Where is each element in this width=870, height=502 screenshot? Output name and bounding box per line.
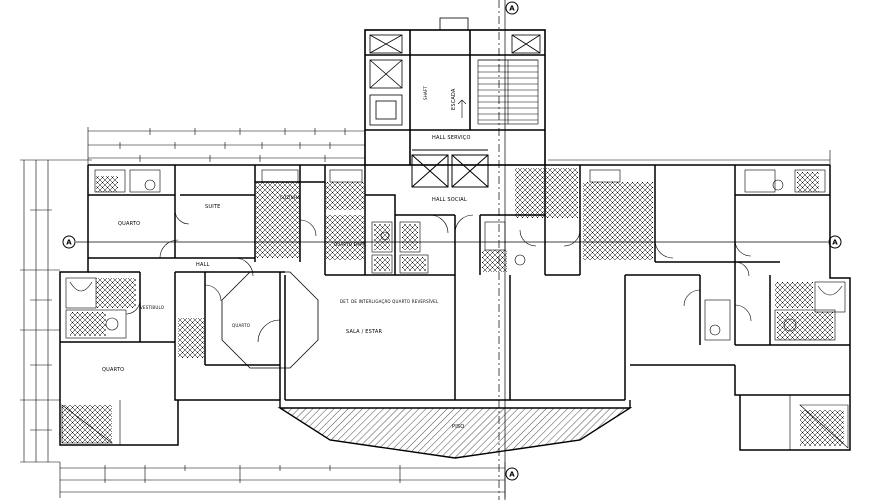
axis-marker-left [62, 235, 76, 249]
room-label-suite: SUITE [205, 204, 221, 210]
room-label-quarto-empr: QUARTO EMPR. [334, 242, 367, 247]
room-label-quarto-center: QUARTO [232, 323, 251, 328]
center-hatched [374, 224, 426, 271]
axis-letter-left: A [66, 239, 72, 247]
right-apartment-walls [509, 164, 851, 451]
room-label-shaft: SHAFT [423, 86, 428, 100]
axis-letter-bottom: A [509, 471, 515, 479]
shafts [369, 17, 541, 126]
room-label-hall-servico: HALL SERVIÇO [432, 135, 471, 141]
room-label-sala-estar: SALA / ESTAR [346, 329, 383, 335]
right-doors [563, 229, 752, 322]
room-label-vestibulo: VESTIBULO [140, 305, 165, 310]
room-label-escada: ESCADA [451, 88, 457, 110]
right-hatched-areas [482, 168, 844, 446]
elevators [411, 149, 489, 188]
room-label-hall: HALL [196, 262, 210, 268]
detail-note: DET. DE INTERLIGAÇÃO QUARTO REVERSÍVEL [340, 299, 439, 304]
left-apartment-walls [59, 164, 366, 446]
room-label-cozinha: COZINHA [280, 195, 300, 200]
balcony [277, 400, 633, 459]
core-block [364, 29, 546, 166]
stair [457, 59, 539, 125]
octagon-annotation [221, 271, 319, 369]
room-label-piso: PISO [452, 424, 465, 430]
left-dimension-lines [20, 159, 92, 463]
left-doors [125, 209, 317, 343]
axis-letter-top: A [509, 5, 515, 13]
axis-marker-right [828, 235, 842, 249]
axis-letter-right: A [832, 239, 838, 247]
center-thin [371, 214, 537, 274]
room-label-quarto-lower: QUARTO [102, 367, 125, 373]
room-label-quarto-left: QUARTO [118, 221, 141, 227]
axis-marker-bottom [505, 467, 519, 481]
bottom-dimension-lines [59, 462, 506, 498]
axis-marker-top [505, 1, 519, 15]
left-hatched-areas [62, 176, 364, 443]
room-label-hall-social: HALL SOCIAL [432, 197, 467, 203]
